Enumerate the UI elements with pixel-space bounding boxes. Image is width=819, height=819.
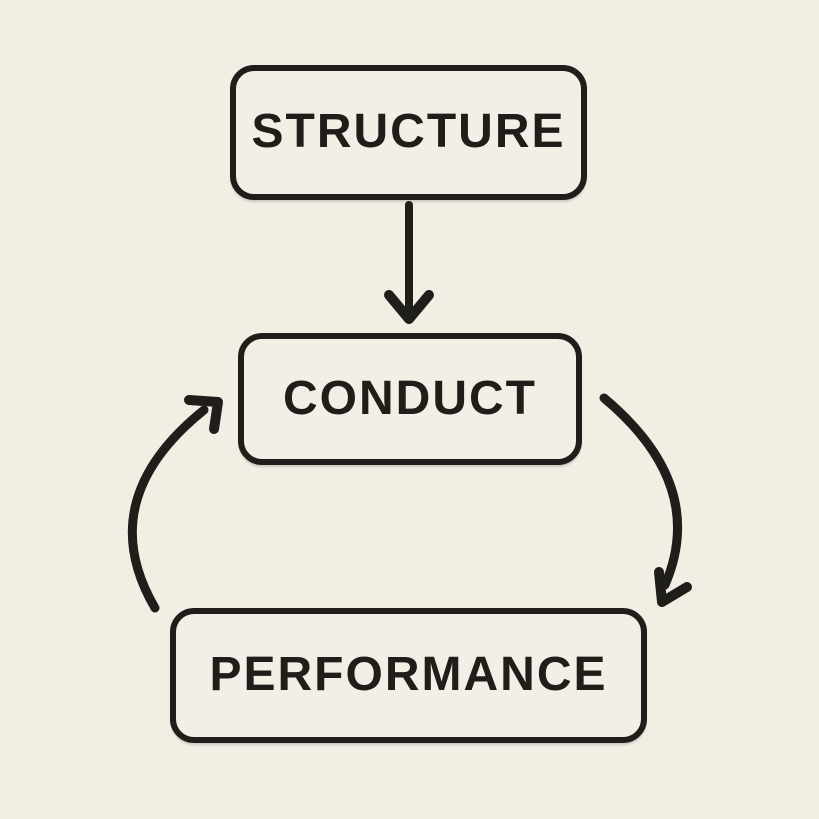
arrow-performance-to-conduct [127,395,223,613]
node-conduct: CONDUCT [238,333,582,465]
node-structure: STRUCTURE [230,65,587,200]
node-conduct-label: CONDUCT [283,371,537,425]
arrow-conduct-to-performance [599,393,692,607]
node-performance-label: PERFORMANCE [209,648,608,701]
arrow-structure-to-conduct [384,201,434,324]
node-structure-label: STRUCTURE [251,105,566,158]
node-performance: PERFORMANCE [170,608,647,743]
